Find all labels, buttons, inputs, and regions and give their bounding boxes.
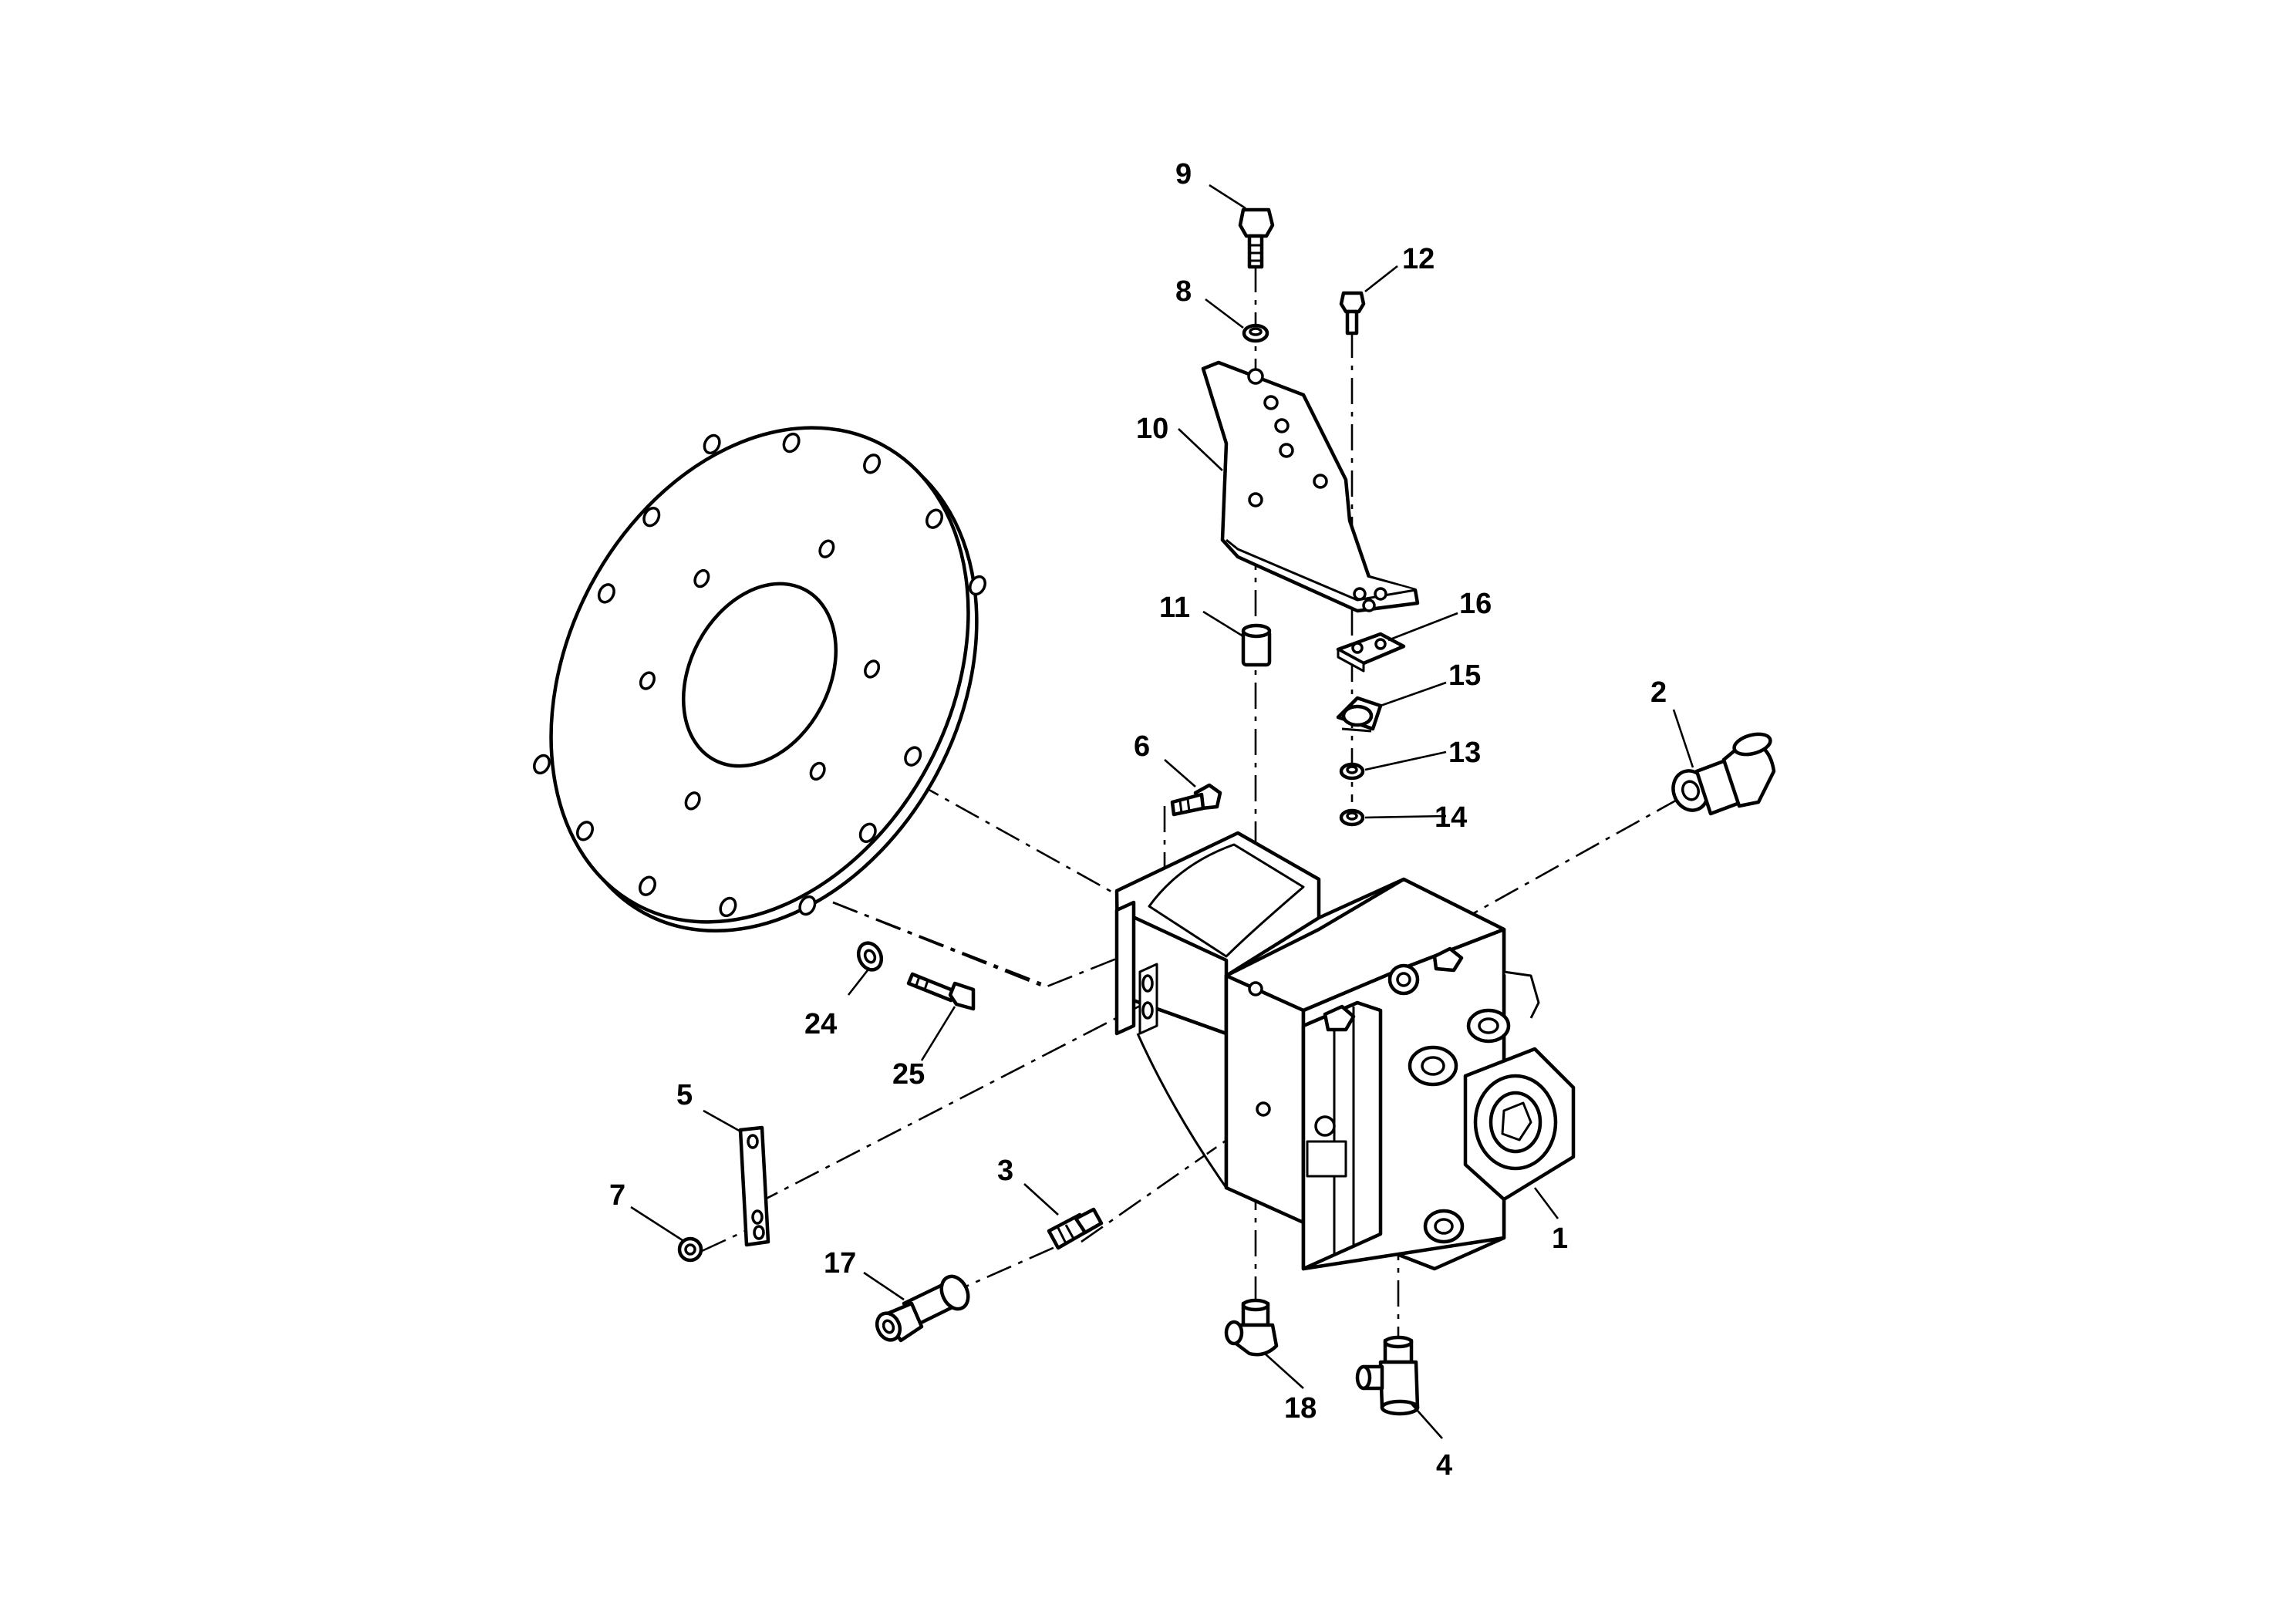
callout-5: 5 (676, 1079, 693, 1111)
callout-24: 24 (804, 1008, 837, 1040)
mounting-bracket (1201, 360, 1420, 613)
bolt-25 (906, 972, 976, 1011)
callout-10: 10 (1136, 413, 1168, 445)
pipe-clamp (1336, 696, 1383, 733)
callout-12: 12 (1402, 243, 1435, 275)
callout-6: 6 (1134, 730, 1150, 763)
elbow-fitting-18 (1224, 1298, 1279, 1357)
clamp-plate (1336, 632, 1406, 673)
callout-14: 14 (1435, 801, 1467, 834)
tee-fitting-4 (1355, 1335, 1420, 1416)
callout-labels: 1 2 3 4 5 6 7 8 9 10 11 12 13 14 15 16 1… (609, 158, 1667, 1482)
washer-8 (1242, 323, 1269, 343)
callout-3: 3 (997, 1155, 1013, 1187)
callout-2: 2 (1650, 676, 1667, 709)
flywheel-adapter-plate (533, 426, 986, 933)
callout-9: 9 (1175, 158, 1192, 191)
callout-18: 18 (1284, 1392, 1317, 1425)
hydraulic-pump-assembly (1114, 831, 1576, 1271)
nut-14 (1339, 808, 1365, 827)
callout-17: 17 (824, 1247, 856, 1280)
elbow-fitting-17 (875, 1274, 970, 1343)
retainer-plate-5 (738, 1125, 770, 1247)
callout-11: 11 (1159, 592, 1190, 624)
adapter-fitting-3 (1047, 1207, 1104, 1250)
washer-13 (1339, 762, 1365, 781)
bolt-9 (1238, 207, 1275, 269)
elbow-fitting-2 (1671, 732, 1776, 816)
callout-1: 1 (1552, 1222, 1568, 1255)
callout-15: 15 (1448, 659, 1481, 692)
callout-4: 4 (1436, 1449, 1452, 1482)
nut-7 (677, 1236, 703, 1263)
callout-16: 16 (1459, 588, 1492, 620)
callout-13: 13 (1448, 737, 1481, 769)
callout-25: 25 (892, 1058, 925, 1091)
screw-6 (1170, 783, 1222, 817)
spacer-11 (1241, 623, 1272, 667)
callout-7: 7 (609, 1179, 625, 1212)
leader-lines (630, 184, 1694, 1439)
callout-8: 8 (1175, 275, 1192, 308)
bolt-12 (1339, 291, 1366, 336)
washer-24 (856, 941, 884, 972)
